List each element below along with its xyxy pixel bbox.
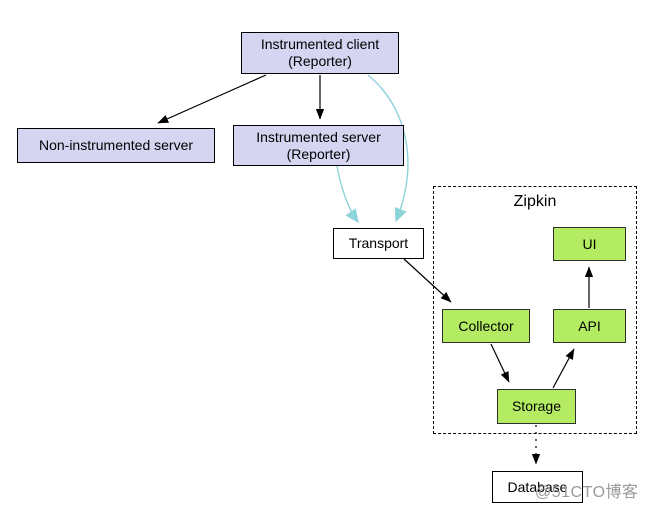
node-collector-label: Collector — [458, 317, 514, 334]
edge-server-report-to-transport — [336, 165, 359, 224]
node-database-label: Database — [507, 478, 568, 495]
node-instrumented-client: Instrumented client (Reporter) — [241, 32, 399, 74]
node-collector: Collector — [442, 309, 530, 343]
node-ui: UI — [553, 227, 626, 261]
node-api-label: API — [578, 317, 601, 334]
edge-client-report-to-transport — [367, 74, 409, 223]
node-storage: Storage — [497, 389, 576, 424]
node-instrumented-server-line2: (Reporter) — [286, 145, 351, 162]
edge-storage-to-api — [552, 348, 575, 389]
node-non-instrumented-server-label: Non-instrumented server — [38, 137, 194, 154]
node-api: API — [553, 309, 626, 343]
edge-client-to-noninstrumented-server — [157, 74, 267, 124]
node-transport-label: Transport — [348, 235, 409, 252]
node-instrumented-client-line2: (Reporter) — [288, 53, 352, 69]
edge-transport-to-collector — [403, 258, 452, 303]
node-ui-label: UI — [582, 235, 597, 252]
zipkin-group-box: Zipkin — [433, 186, 637, 434]
node-instrumented-server: Instrumented server (Reporter) — [233, 125, 404, 166]
node-instrumented-server-line1: Instrumented server — [256, 128, 381, 145]
node-instrumented-client-line1: Instrumented client — [260, 36, 380, 53]
node-database: Database — [492, 471, 583, 503]
edge-collector-to-storage — [490, 343, 510, 383]
node-storage-label: Storage — [511, 398, 562, 415]
node-transport: Transport — [333, 228, 424, 259]
node-non-instrumented-server: Non-instrumented server — [17, 128, 215, 163]
zipkin-group-label: Zipkin — [513, 193, 557, 210]
watermark-51cto: @51CTO博客 — [535, 484, 639, 501]
